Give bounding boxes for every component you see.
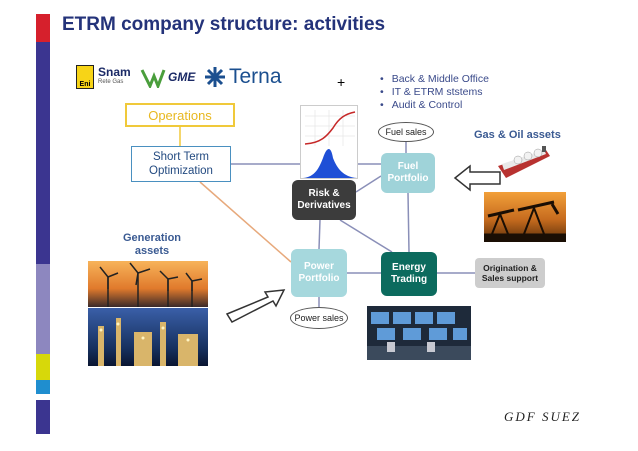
accent-bar-dark	[36, 400, 50, 434]
lng-tanker-image	[496, 142, 552, 182]
wind-turbine-icon	[99, 262, 203, 307]
arrow-generation-to-power-icon	[225, 289, 286, 323]
line-sto-power	[199, 181, 292, 263]
power-portfolio-line-2: Portfolio	[298, 273, 340, 284]
ship-icon	[498, 146, 550, 178]
accent-bar-yellow	[36, 354, 50, 380]
energy-line-2: Trading	[390, 274, 428, 285]
eni-logo: Eni	[76, 65, 94, 89]
oil-pump-icon	[484, 200, 566, 242]
generation-line-2: assets	[134, 245, 170, 257]
bullet-item: IT & ETRM ststems	[380, 86, 489, 99]
accent-bar-light-purple	[36, 264, 50, 354]
origination-sales-node: Origination &Sales support	[475, 258, 545, 288]
terna-star-icon	[205, 67, 225, 87]
accent-bar-blue	[36, 380, 50, 394]
risk-distribution-chart-image	[303, 110, 357, 178]
generation-assets-label: Generation assets	[112, 232, 192, 258]
generation-line-1: Generation	[122, 232, 182, 244]
line-risk-fuel	[355, 175, 382, 193]
plus-sign: +	[337, 74, 346, 90]
power-portfolio-line-1: Power	[303, 261, 334, 272]
snam-name: Snam	[98, 65, 131, 79]
gme-text: GME	[168, 70, 196, 84]
short-term-optimization-box: Short Term Optimization	[131, 146, 231, 182]
snam-logo: Snam Rete Gas	[98, 65, 131, 87]
fuel-sales-oval: Fuel sales	[378, 122, 434, 142]
risk-derivatives-node: Risk &Derivatives	[292, 180, 356, 220]
operations-box: Operations	[125, 103, 235, 127]
snam-sub: Rete Gas	[98, 79, 124, 85]
fuel-portfolio-line-1: Fuel	[397, 161, 419, 172]
accent-bar-purple	[36, 42, 50, 264]
slide-title: ETRM company structure: activities	[62, 14, 386, 35]
risk-line-2: Derivatives	[297, 200, 351, 211]
origination-line-2: Sales support	[481, 273, 539, 283]
risk-line-1: Risk &	[308, 188, 340, 199]
power-plant-icon	[98, 318, 198, 366]
line-risk-power	[318, 219, 321, 250]
sto-line-1: Short Term	[152, 151, 209, 163]
fuel-portfolio-line-2: Portfolio	[387, 173, 429, 184]
origination-line-1: Origination &	[483, 263, 537, 273]
arrow-gas-to-fuel-icon	[453, 164, 501, 192]
eni-snam-logo: Eni Snam Rete Gas	[76, 64, 131, 90]
support-functions-list: Back & Middle Office IT & ETRM ststems A…	[380, 73, 489, 112]
oil-pumps-image	[484, 192, 566, 242]
sto-line-2: Optimization	[149, 165, 213, 177]
gme-logo: GME	[140, 64, 195, 90]
terna-text: Terna	[229, 65, 282, 88]
line-fuel-energy	[407, 192, 410, 253]
bullet-item: Back & Middle Office	[380, 73, 489, 86]
risk-chart-thumbnail	[300, 105, 358, 179]
power-plant-image	[88, 308, 208, 366]
wind-turbines-image	[88, 261, 208, 307]
terna-logo: Terna	[204, 64, 282, 90]
gme-swoosh-icon	[140, 69, 166, 88]
energy-line-1: Energy	[392, 262, 426, 273]
accent-bar-red	[36, 14, 50, 42]
bullet-item: Audit & Control	[380, 99, 489, 112]
gdf-suez-logo: GDF SUEZ	[504, 409, 582, 424]
gas-oil-assets-label: Gas & Oil assets	[474, 129, 561, 141]
line-risk-energy	[339, 219, 393, 253]
power-sales-oval: Power sales	[290, 307, 348, 329]
trading-screens-icon	[367, 312, 471, 360]
trading-floor-image	[367, 306, 471, 360]
eni-text: Eni	[79, 81, 91, 88]
